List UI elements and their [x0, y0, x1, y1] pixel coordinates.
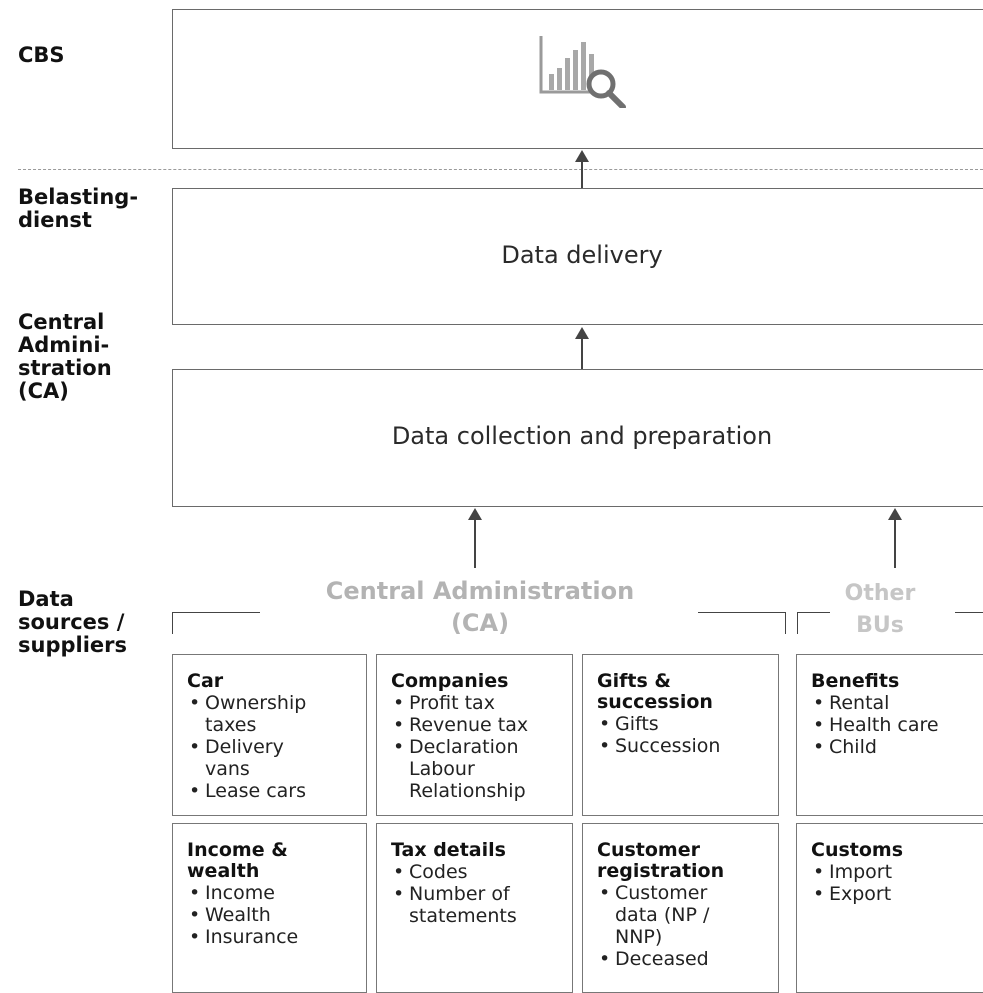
- layer-label-data-sources: Data sources / suppliers: [18, 587, 128, 657]
- source-cell-customs: Customs Import Export: [796, 823, 983, 993]
- source-cell-companies: Companies Profit tax Revenue tax Declara…: [376, 654, 573, 816]
- layer-label-cbs: CBS: [18, 43, 65, 67]
- source-item: Export: [811, 883, 983, 905]
- source-item: Delivery vans: [187, 736, 366, 780]
- arrow-up-to-cbs: [575, 150, 589, 188]
- source-item: Succession: [597, 735, 778, 757]
- data-collection-box: Data collection and preparation: [172, 369, 983, 507]
- source-title: Car: [187, 670, 224, 692]
- source-cell-gifts-succession: Gifts & succession Gifts Succession: [582, 654, 779, 816]
- source-item: Codes: [391, 861, 572, 883]
- source-item: Lease cars: [187, 780, 366, 802]
- source-title: Income & wealth: [187, 839, 288, 882]
- data-delivery-label: Data delivery: [501, 241, 663, 269]
- source-item: Number of statements: [391, 883, 572, 927]
- group-title-central-administration: Central Administration (CA): [325, 577, 635, 637]
- source-title: Tax details: [391, 839, 506, 861]
- bracket-tick-bu-left: [797, 612, 798, 634]
- source-cell-income-wealth: Income & wealth Income Wealth Insurance: [172, 823, 367, 993]
- arrow-up-to-delivery: [575, 327, 589, 369]
- arrow-up-from-central-administration: [468, 508, 482, 568]
- source-item: Income: [187, 882, 366, 904]
- chart-magnifier-icon: [539, 36, 626, 108]
- source-item: Customer data (NP / NNP): [597, 882, 778, 948]
- bracket-line-bu-right: [955, 612, 983, 613]
- bracket-line-bu-left: [797, 612, 830, 613]
- source-item: Ownership taxes: [187, 692, 366, 736]
- organization-boundary-line: [18, 169, 983, 170]
- group-title-other-bus: Other BUs: [844, 581, 916, 638]
- source-title: Benefits: [811, 670, 900, 692]
- bracket-line-ca-left: [172, 612, 260, 613]
- cbs-box: [172, 9, 983, 149]
- source-item: Child: [811, 736, 983, 758]
- source-cell-tax-details: Tax details Codes Number of statements: [376, 823, 573, 993]
- source-item: Gifts: [597, 713, 778, 735]
- source-title: Customer registration: [597, 839, 725, 882]
- source-item: Rental: [811, 692, 983, 714]
- data-delivery-box: Data delivery: [172, 188, 983, 325]
- source-title: Gifts & succession: [597, 670, 713, 713]
- source-title: Customs: [811, 839, 904, 861]
- data-collection-label: Data collection and preparation: [391, 422, 773, 450]
- layer-label-central-administration: Central Admini- stration (CA): [18, 310, 112, 403]
- source-title: Companies: [391, 670, 509, 692]
- source-cell-customer-registration: Customer registration Customer data (NP …: [582, 823, 779, 993]
- bracket-line-ca-right: [698, 612, 786, 613]
- source-item: Health care: [811, 714, 983, 736]
- source-cell-car: Car Ownership taxes Delivery vans Lease …: [172, 654, 367, 816]
- bracket-tick-ca-left: [172, 612, 173, 634]
- source-item: Revenue tax: [391, 714, 572, 736]
- source-item: Wealth: [187, 904, 366, 926]
- arrow-up-from-other-bus: [888, 508, 902, 568]
- bracket-tick-ca-right: [785, 612, 786, 634]
- layer-label-belastingdienst: Belasting- dienst: [18, 185, 139, 232]
- source-item: Insurance: [187, 926, 366, 948]
- source-item: Declaration Labour Relationship: [391, 736, 572, 802]
- source-item: Deceased: [597, 948, 778, 970]
- source-item: Import: [811, 861, 983, 883]
- source-item: Profit tax: [391, 692, 572, 714]
- source-cell-benefits: Benefits Rental Health care Child: [796, 654, 983, 816]
